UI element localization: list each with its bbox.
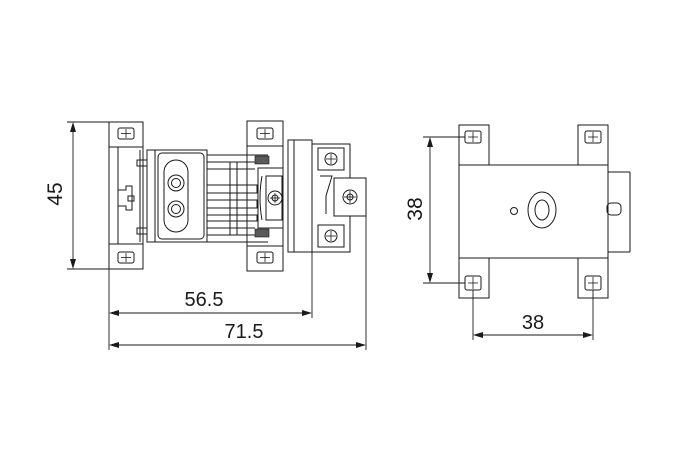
- dim-width-side: [472, 290, 594, 340]
- dim-width-outer-front-label: 71.5: [225, 321, 264, 343]
- side-ear-top-left: [458, 124, 490, 166]
- side-ear-top-right: [577, 124, 609, 166]
- side-view: 38 38: [404, 124, 631, 340]
- dim-width-inner-front: [108, 252, 313, 350]
- dim-height-front: [67, 121, 109, 270]
- dim-width-inner-front-label: 56.5: [185, 289, 224, 311]
- dim-width-side-label: 38: [522, 312, 544, 334]
- mount-ear-top-left: [108, 121, 144, 148]
- mount-ear-bottom-right: [246, 245, 284, 272]
- mount-ear-top-right: [246, 120, 284, 147]
- dim-height-front-label: 45: [44, 182, 67, 205]
- coil-assembly: [206, 154, 270, 243]
- mount-ear-bottom-left: [108, 243, 144, 270]
- dim-height-side-label: 38: [404, 197, 427, 220]
- right-frame-plate: [246, 145, 284, 247]
- left-frame-plate: [108, 146, 148, 245]
- side-ear-bottom-left: [458, 257, 490, 299]
- front-view: 45 56.5 71.5: [44, 120, 367, 350]
- side-body-plate: [458, 164, 631, 259]
- auxiliary-contact-block: [287, 139, 367, 253]
- dim-width-outer-front: [109, 216, 367, 350]
- pole-face-plate: [146, 149, 208, 243]
- dim-height-side: [423, 136, 465, 284]
